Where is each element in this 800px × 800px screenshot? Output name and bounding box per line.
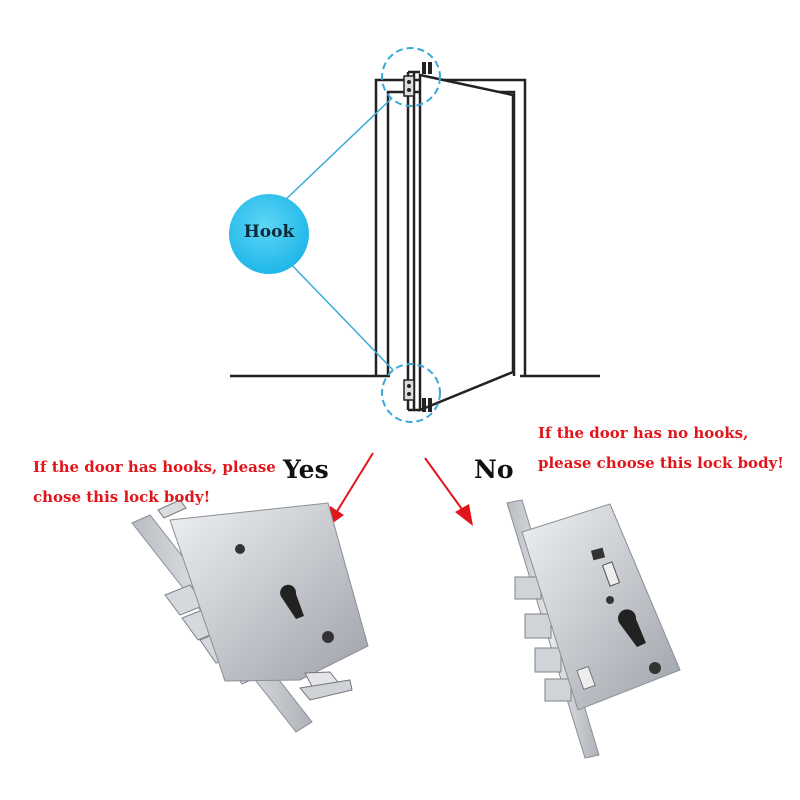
- with-hooks-caption: If the door has hooks, please chose this…: [33, 458, 276, 506]
- yes-arrow: [326, 452, 374, 528]
- hook-bottom: [403, 379, 432, 412]
- hook-label-bubble: [229, 194, 309, 274]
- door-leaf: [406, 70, 515, 412]
- without-hooks-caption: If the door has no hooks, please choose …: [538, 424, 784, 472]
- hook-highlight-bottom: [381, 363, 441, 423]
- hook-leader-lines: [281, 97, 394, 371]
- lock-body-with-hooks-image: [131, 499, 369, 733]
- lock-body-without-hooks-image: [506, 499, 681, 759]
- yes-label: Yes: [283, 455, 329, 484]
- hook-highlight-top: [381, 47, 441, 107]
- no-arrow: [424, 457, 473, 526]
- no-label: No: [474, 455, 514, 484]
- hook-label: Hook: [243, 222, 295, 242]
- hook-top: [403, 62, 432, 97]
